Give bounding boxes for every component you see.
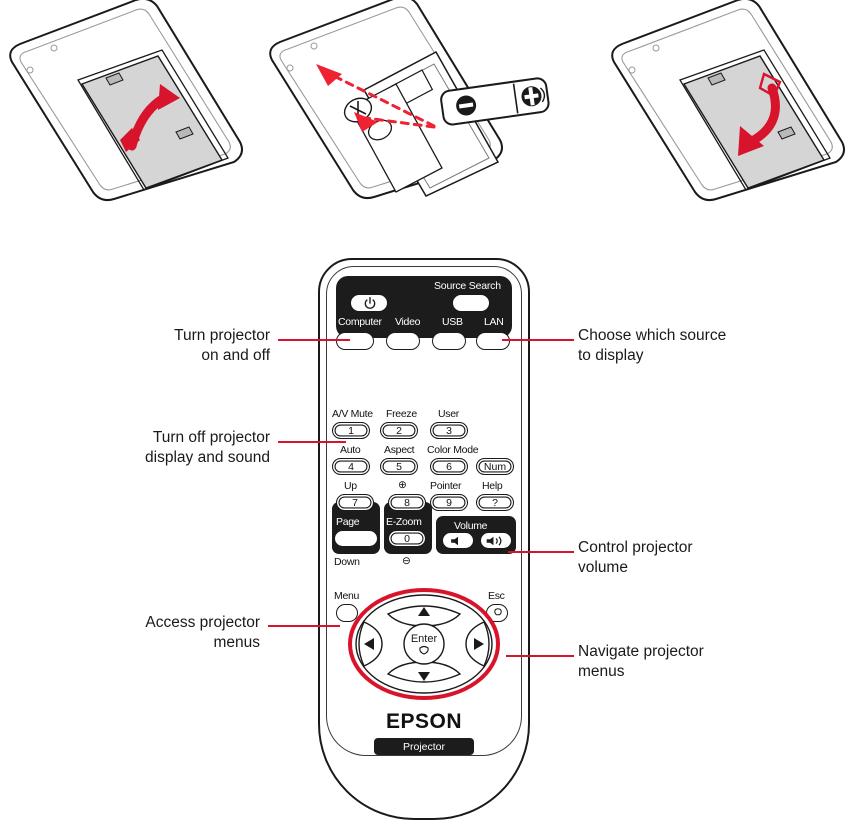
nav-down-button[interactable] <box>386 661 462 683</box>
navigation-highlight-ring <box>348 588 500 700</box>
source-search-label: Source Search <box>434 280 501 292</box>
volume-down-icon <box>451 536 458 545</box>
key-0-text: 0 <box>404 532 410 545</box>
nav-up-button[interactable] <box>386 605 462 627</box>
key-5-button[interactable]: 5 <box>380 458 418 475</box>
key-3-text: 3 <box>446 424 452 437</box>
source-label-computer: Computer <box>338 316 382 328</box>
key-8-text: 8 <box>404 496 410 509</box>
num-button[interactable]: Num <box>476 458 514 475</box>
epson-logo: EPSON <box>385 710 463 733</box>
help-button[interactable]: ? <box>476 494 514 511</box>
key-label-zoom-out: ⊖ <box>402 555 411 567</box>
volume-up-icon <box>486 535 502 546</box>
key-label-down: Down <box>334 556 360 568</box>
volume-up-button[interactable] <box>480 532 512 549</box>
projector-badge: Projector <box>374 738 474 755</box>
arrow-up-icon <box>418 607 430 616</box>
battery-step-1 <box>9 0 244 202</box>
callout-av-mute-leader <box>278 441 346 444</box>
remote-faceplate <box>326 266 522 756</box>
key-label-up: Up <box>344 480 357 492</box>
source-search-button[interactable] <box>452 294 490 312</box>
key-label-color-mode: Color Mode <box>427 444 479 456</box>
callout-volume-leader <box>508 551 574 554</box>
page-up-button[interactable] <box>334 530 378 547</box>
menu-label: Menu <box>334 590 360 602</box>
arrow-insert-battery <box>328 72 436 129</box>
key-label-pointer: Pointer <box>430 480 462 492</box>
remote-control: Source Search Computer Video USB LAN A/V… <box>318 258 530 820</box>
key-0-button[interactable]: 0 <box>388 530 426 547</box>
key-9-text: 9 <box>446 496 452 509</box>
key-label-auto: Auto <box>340 444 361 456</box>
key-8-button[interactable]: 8 <box>388 494 426 511</box>
key-7-button[interactable]: 7 <box>336 494 374 511</box>
key-label-aspect: Aspect <box>384 444 415 456</box>
key-7-text: 7 <box>352 496 358 509</box>
power-icon <box>364 297 376 309</box>
help-text: ? <box>492 496 498 509</box>
key-2-text: 2 <box>396 424 402 437</box>
key-4-button[interactable]: 4 <box>332 458 370 475</box>
menu-button[interactable] <box>336 604 358 622</box>
key-label-user: User <box>438 408 459 420</box>
usb-button[interactable] <box>432 332 466 350</box>
key-5-text: 5 <box>396 460 402 473</box>
callout-navigate-leader <box>506 655 574 658</box>
power-button[interactable] <box>350 294 388 312</box>
callout-menu-text: Access projector menus <box>145 614 260 651</box>
callout-navigate-text: Navigate projector menus <box>578 643 704 680</box>
key-1-text: 1 <box>348 424 354 437</box>
source-label-video: Video <box>395 316 421 328</box>
nav-left-button[interactable] <box>358 621 383 667</box>
key-6-text: 6 <box>446 460 452 473</box>
callout-av-mute-text: Turn off projector display and sound <box>145 429 270 466</box>
key-label-av-mute: A/V Mute <box>332 408 373 420</box>
callout-source-text: Choose which source to display <box>578 327 727 364</box>
arrow-down-icon <box>418 672 430 681</box>
nav-right-button[interactable] <box>465 621 490 667</box>
key-label-page: Page <box>336 516 360 528</box>
key-6-button[interactable]: 6 <box>430 458 468 475</box>
battery-step-3 <box>611 0 845 202</box>
callout-source-leader <box>502 339 574 342</box>
volume-down-button[interactable] <box>442 532 474 549</box>
battery-installation-diagrams <box>9 0 845 202</box>
key-label-zoom-in: ⊕ <box>398 479 407 491</box>
key-4-text: 4 <box>348 460 354 473</box>
esc-glyph-icon <box>494 608 502 616</box>
battery-step-2 <box>269 0 550 200</box>
arrow-right-icon <box>474 638 484 650</box>
battery-cell <box>440 77 550 126</box>
callout-power-leader <box>278 339 350 342</box>
key-1-button[interactable]: 1 <box>332 422 370 439</box>
callout-power-text: Turn projector on and off <box>174 327 270 364</box>
source-label-lan: LAN <box>484 316 504 328</box>
enter-label: Enter <box>411 633 438 645</box>
video-button[interactable] <box>386 332 420 350</box>
callout-menu-leader <box>268 625 340 628</box>
arrow-left-icon <box>364 638 374 650</box>
key-label-help: Help <box>482 480 503 492</box>
num-text: Num <box>483 460 507 473</box>
key-label-freeze: Freeze <box>386 408 417 420</box>
key-3-button[interactable]: 3 <box>430 422 468 439</box>
source-label-usb: USB <box>442 316 463 328</box>
callout-volume-text: Control projector volume <box>578 539 693 576</box>
arrow-close-cover <box>738 72 782 156</box>
key-label-ezoom: E-Zoom <box>386 516 422 528</box>
esc-label: Esc <box>488 590 505 602</box>
enter-button[interactable]: Enter <box>403 623 445 665</box>
key-9-button[interactable]: 9 <box>430 494 468 511</box>
key-2-button[interactable]: 2 <box>380 422 418 439</box>
navigation-pad: Enter <box>348 588 500 700</box>
volume-label: Volume <box>454 520 488 532</box>
arrow-open-cover <box>120 84 180 152</box>
